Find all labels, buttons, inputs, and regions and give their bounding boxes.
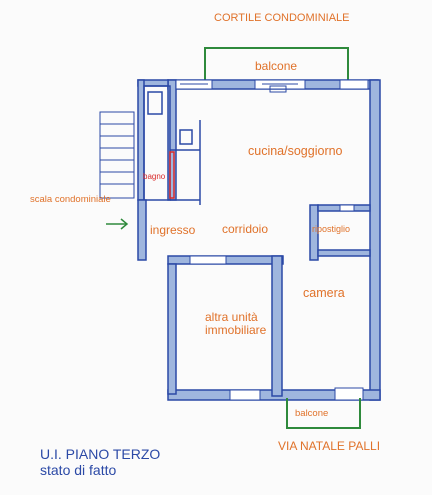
entrance-arrow <box>106 218 129 230</box>
storage-label: ripostiglio <box>312 224 351 234</box>
corridor-openings <box>189 204 355 265</box>
stair-treads <box>99 111 135 199</box>
balcony-top-label: balcone <box>255 59 298 73</box>
courtyard-label: CORTILE CONDOMINIALE <box>214 12 350 24</box>
balcony-bottom-label: balcone <box>295 408 329 419</box>
corridor-label: corridoio <box>222 222 269 236</box>
balcony-bottom-outline <box>286 398 361 429</box>
lower-left-walls <box>137 199 177 395</box>
title-line1: U.I. PIANO TERZO <box>40 446 161 462</box>
other-unit-label-line2: immobiliare <box>205 323 267 337</box>
other-unit-label-line1: altra unità <box>205 310 258 324</box>
bathroom-label: bagno <box>143 172 166 181</box>
stairs-label: scala condominiale <box>30 194 111 205</box>
balcony-top-outline <box>204 47 349 80</box>
top-openings-detail <box>180 83 298 93</box>
kitchen-living-label: cucina/soggiorno <box>248 144 343 158</box>
bottom-openings <box>229 387 364 401</box>
title-line2: stato di fatto <box>40 462 117 478</box>
entrance-label: ingresso <box>150 223 196 237</box>
bedroom-label: camera <box>303 286 345 300</box>
bathroom-marker <box>169 151 175 199</box>
bathroom-walls <box>143 85 201 205</box>
street-label: VIA NATALE PALLI <box>278 439 381 453</box>
